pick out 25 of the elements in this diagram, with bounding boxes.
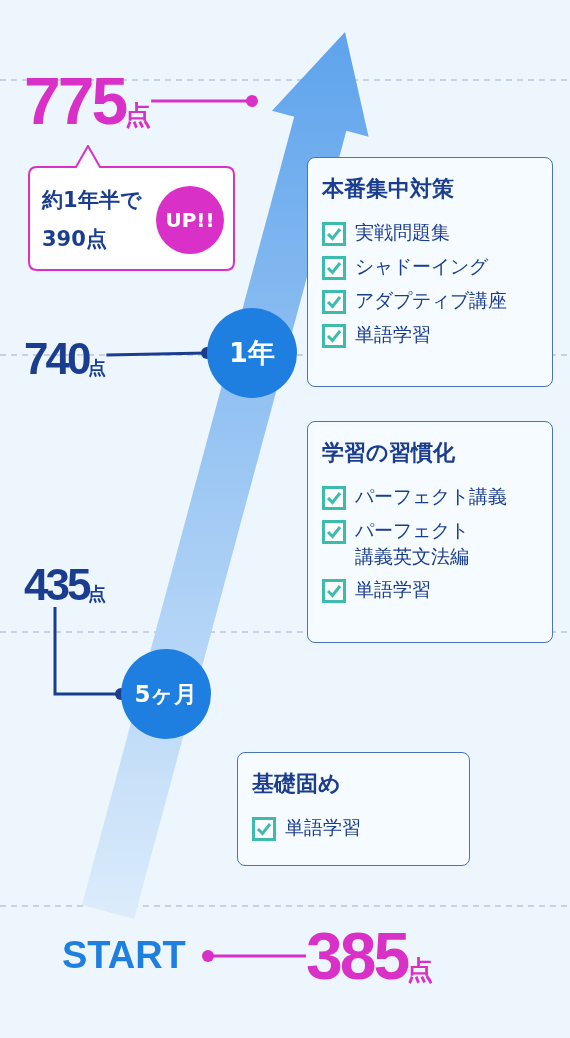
checklist-item: パーフェクト講義 bbox=[355, 484, 507, 509]
start-label: START bbox=[62, 933, 208, 979]
speech-bubble bbox=[28, 145, 235, 271]
score-value: 385点 bbox=[306, 923, 434, 989]
checklist-item: 単語学習 bbox=[285, 815, 361, 840]
leader-line bbox=[202, 950, 306, 962]
milestone-circle: 5ヶ月 bbox=[121, 649, 211, 739]
checklist-item: アダプティブ講座 bbox=[355, 288, 507, 313]
callout-text: 約1年半で 390点 bbox=[42, 187, 143, 253]
leader-line bbox=[151, 95, 258, 107]
checklist-item: パーフェクト講義英文法編 bbox=[355, 518, 470, 569]
checklist-item: 単語学習 bbox=[355, 322, 431, 347]
score-value: 740点 bbox=[24, 337, 107, 381]
checklist-card bbox=[237, 752, 470, 866]
checklist-item: シャドーイング bbox=[355, 254, 488, 279]
checklist-card bbox=[307, 421, 553, 643]
card-heading: 基礎固め bbox=[252, 770, 341, 798]
score-value: 775点 bbox=[24, 68, 152, 134]
checklist-item: 実戦問題集 bbox=[355, 220, 450, 245]
card-heading: 本番集中対策 bbox=[322, 175, 454, 203]
checklist-card bbox=[307, 157, 553, 387]
milestone-circle: 1年 bbox=[207, 308, 297, 398]
score-value: 435点 bbox=[24, 563, 107, 607]
checklist-item: 単語学習 bbox=[355, 577, 431, 603]
card-heading: 学習の習慣化 bbox=[322, 439, 455, 467]
